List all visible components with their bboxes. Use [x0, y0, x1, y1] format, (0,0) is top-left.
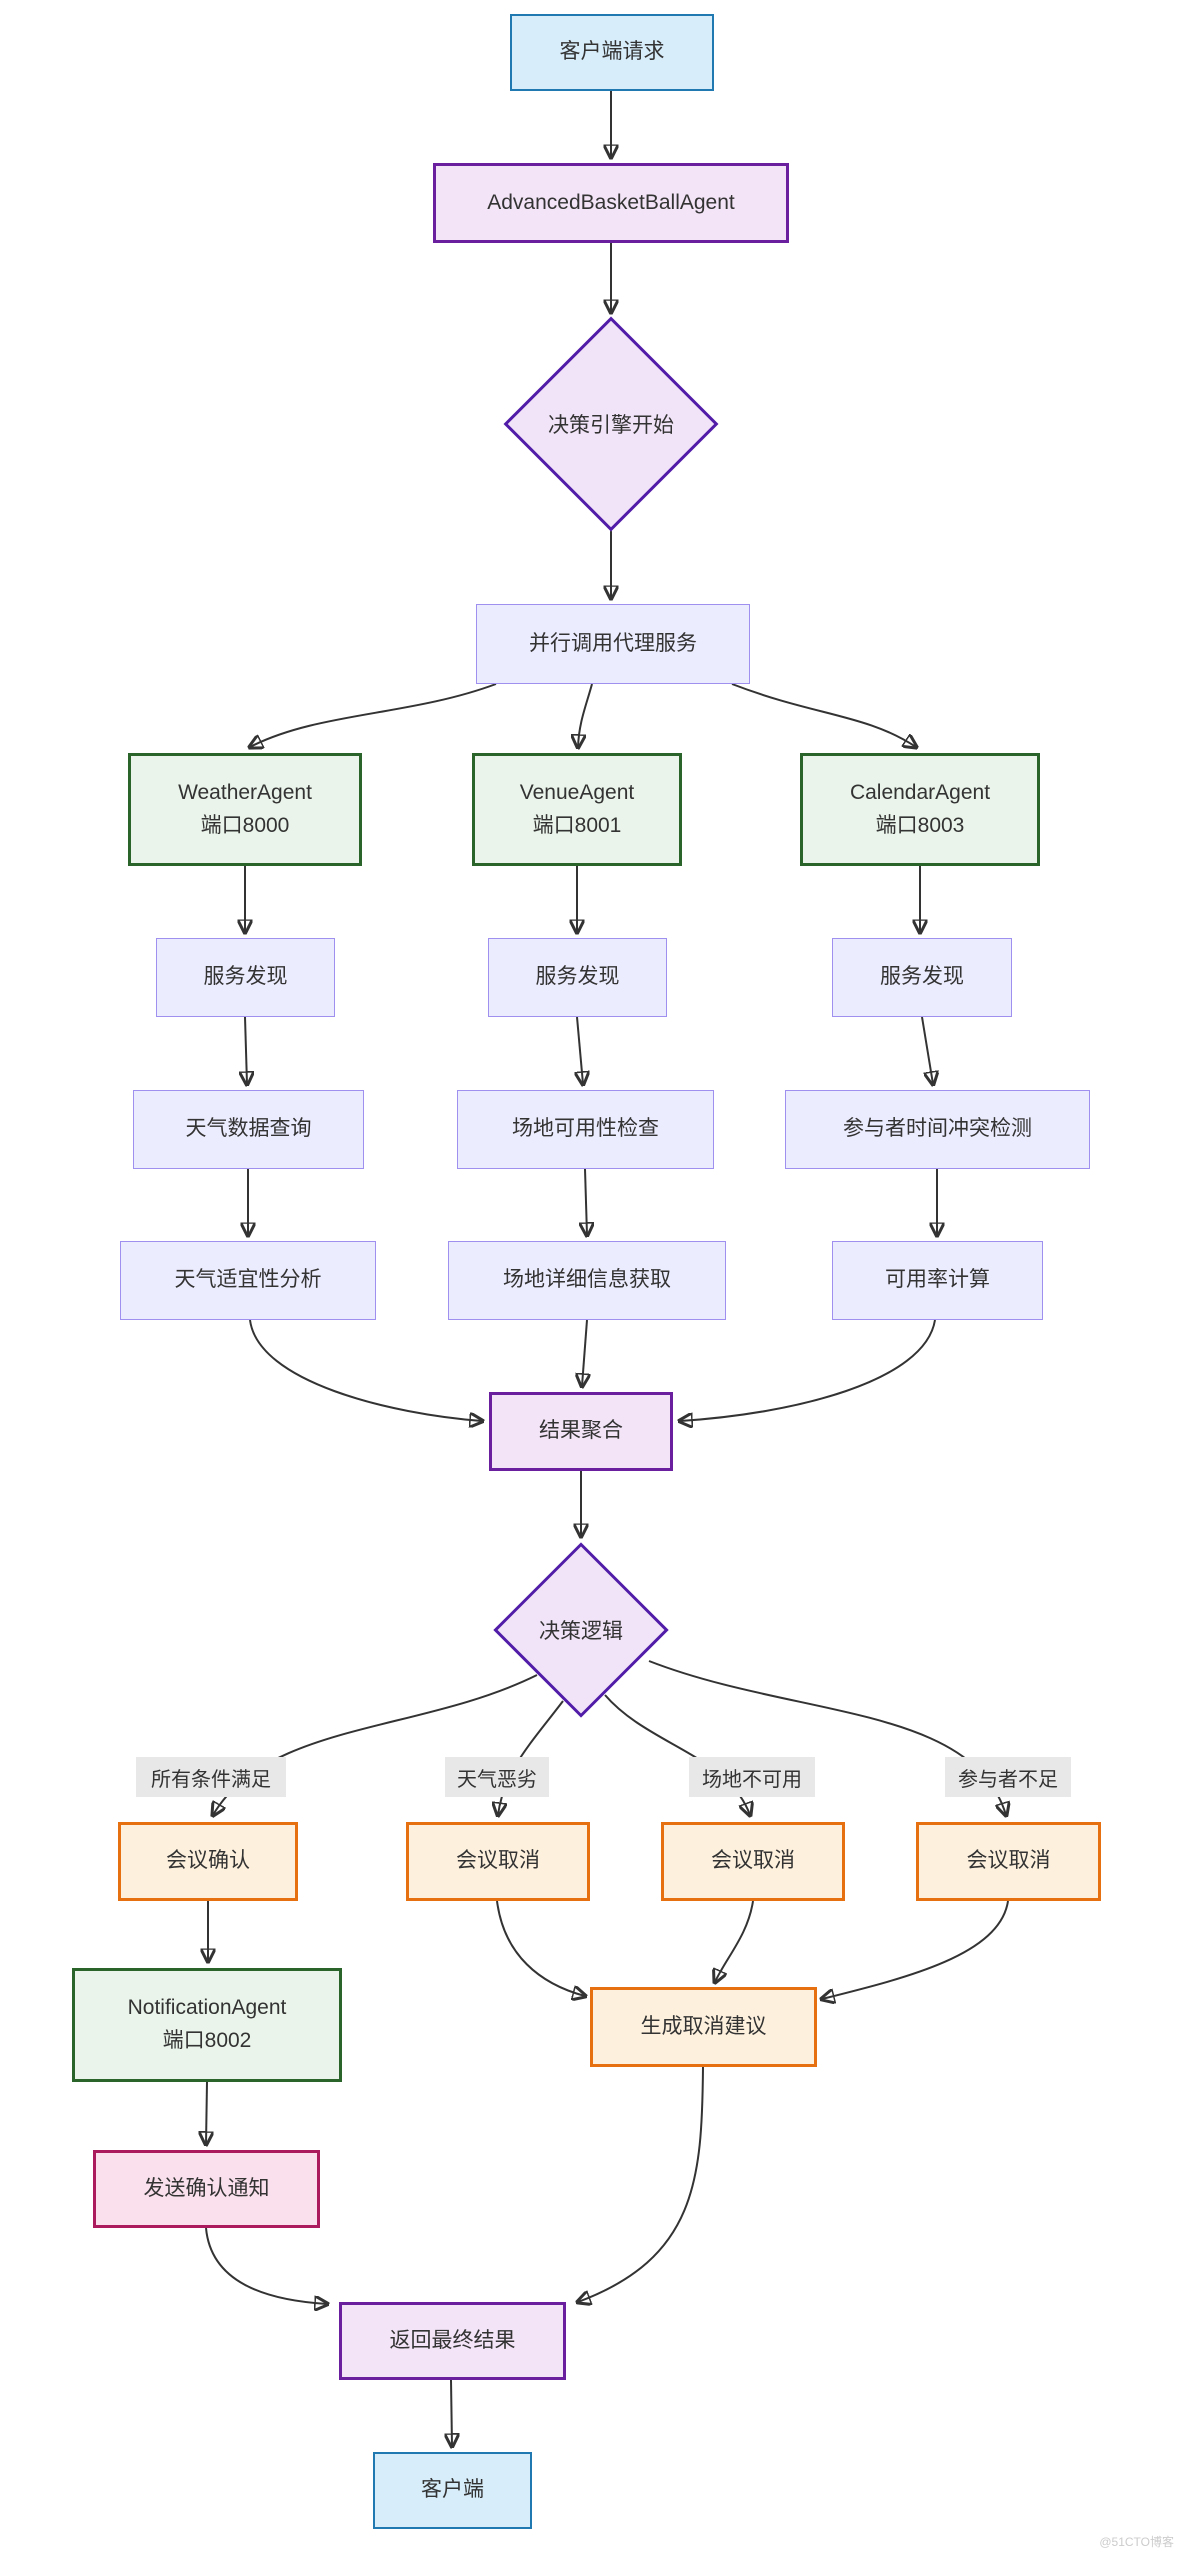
node-label: 客户端: [421, 2478, 484, 2502]
node-label: 服务发现: [203, 965, 288, 989]
edge-analysis-to-agg: [249, 1319, 482, 1421]
node-label: 会议确认: [166, 1849, 250, 1873]
node-result-aggregation: 结果聚合: [489, 1392, 673, 1471]
edge-sd3-to-conflict: [921, 1016, 933, 1084]
node-meeting-confirm: 会议确认: [118, 1822, 298, 1901]
node-label: CalendarAgent: [849, 780, 991, 804]
edge-check-to-detail: [585, 1168, 587, 1235]
node-label: 天气数据查询: [185, 1117, 312, 1141]
edge-advice-to-return: [578, 2066, 704, 2302]
node-return-final-result: 返回最终结果: [339, 2302, 566, 2380]
edge-calc-to-agg: [680, 1319, 936, 1421]
node-venue-agent: VenueAgent 端口8001: [472, 753, 682, 866]
node-label: 天气适宜性分析: [174, 1268, 322, 1292]
edge-notification-to-send: [206, 2081, 207, 2144]
edge-parallel-to-weather: [250, 683, 497, 747]
node-label: 会议取消: [711, 1849, 795, 1873]
edge-detail-to-agg: [582, 1319, 587, 1386]
node-venue-availability-check: 场地可用性检查: [457, 1090, 714, 1169]
node-label: 发送确认通知: [143, 2176, 270, 2200]
node-advanced-basketball-agent: AdvancedBasketBallAgent: [433, 163, 789, 243]
node-label: 参与者时间冲突检测: [843, 1117, 1032, 1141]
node-sublabel: 端口8001: [532, 813, 622, 837]
node-label: 服务发现: [880, 965, 964, 989]
node-label: 场地可用性检查: [512, 1117, 659, 1141]
edge-cancel2-to-advice: [715, 1900, 754, 1982]
node-label: 场地详细信息获取: [503, 1268, 671, 1292]
node-label: 决策引擎开始: [548, 414, 674, 437]
edge-cancel1-to-advice: [496, 1900, 585, 1996]
edge-label-all-conditions-met: 所有条件满足: [136, 1757, 286, 1797]
node-label: NotificationAgent: [127, 1996, 287, 2020]
node-service-discovery-2: 服务发现: [488, 938, 667, 1017]
edge-label-venue-unavailable: 场地不可用: [689, 1757, 815, 1797]
node-meeting-cancel-weather: 会议取消: [406, 1822, 590, 1901]
node-weather-suitability-analysis: 天气适宜性分析: [120, 1241, 376, 1320]
edge-label-bad-weather: 天气恶劣: [445, 1757, 549, 1797]
node-venue-detail-fetch: 场地详细信息获取: [448, 1241, 726, 1320]
node-label: 客户端请求: [559, 40, 665, 64]
node-parallel-call: 并行调用代理服务: [476, 604, 750, 684]
edge-sd2-to-check: [577, 1016, 583, 1084]
node-label: 并行调用代理服务: [529, 631, 697, 655]
node-label: 服务发现: [535, 965, 620, 989]
node-decision-logic: 决策逻辑: [493, 1542, 669, 1718]
node-participant-conflict-detect: 参与者时间冲突检测: [785, 1090, 1090, 1169]
node-client-request: 客户端请求: [510, 14, 714, 91]
node-sublabel: 端口8003: [875, 813, 965, 837]
node-weather-agent: WeatherAgent 端口8000: [128, 753, 362, 866]
node-client-end: 客户端: [373, 2452, 532, 2529]
edge-sd1-to-query: [245, 1016, 247, 1084]
node-weather-data-query: 天气数据查询: [133, 1090, 364, 1169]
node-label: 会议取消: [456, 1849, 540, 1873]
edge-return-to-client: [451, 2379, 452, 2446]
node-label: WeatherAgent: [178, 780, 312, 804]
node-decision-engine-start: 决策引擎开始: [502, 316, 720, 532]
node-send-confirm-notification: 发送确认通知: [93, 2150, 320, 2228]
edge-parallel-to-venue: [578, 683, 593, 747]
node-notification-agent: NotificationAgent 端口8002: [72, 1968, 342, 2082]
node-meeting-cancel-venue: 会议取消: [661, 1822, 845, 1901]
edge-send-to-return: [205, 2227, 327, 2304]
watermark: @51CTO博客: [1099, 2535, 1174, 2549]
edge-logic-to-cancel1: [498, 1700, 564, 1815]
node-label: VenueAgent: [519, 780, 635, 804]
node-label: 可用率计算: [885, 1268, 990, 1292]
node-generate-cancel-advice: 生成取消建议: [590, 1987, 817, 2067]
node-label: 结果聚合: [539, 1419, 623, 1443]
node-label: 返回最终结果: [389, 2328, 516, 2352]
node-label: AdvancedBasketBallAgent: [487, 190, 735, 214]
node-label: 决策逻辑: [539, 1620, 623, 1643]
edge-cancel3-to-advice: [822, 1900, 1009, 1999]
node-label: 会议取消: [966, 1849, 1051, 1873]
node-availability-rate-calc: 可用率计算: [832, 1241, 1043, 1320]
node-sublabel: 端口8002: [162, 2029, 252, 2052]
node-sublabel: 端口8000: [200, 813, 290, 837]
node-calendar-agent: CalendarAgent 端口8003: [800, 753, 1040, 866]
node-service-discovery-3: 服务发现: [832, 938, 1012, 1017]
edge-label-insufficient-participants: 参与者不足: [945, 1757, 1071, 1797]
node-meeting-cancel-participant: 会议取消: [916, 1822, 1101, 1901]
node-label: 生成取消建议: [640, 2014, 767, 2038]
node-service-discovery-1: 服务发现: [156, 938, 335, 1017]
edge-parallel-to-calendar: [731, 683, 916, 747]
